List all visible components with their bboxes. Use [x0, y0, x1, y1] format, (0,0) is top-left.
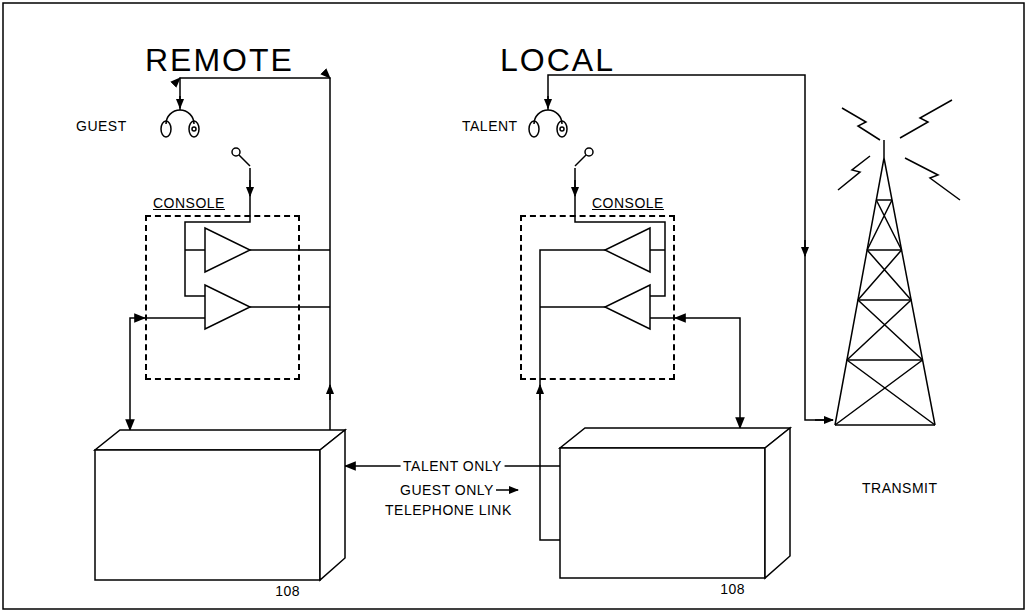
equipment-label: TRANSMIT [862, 480, 938, 496]
link-label: TELEPHONE LINK [385, 502, 512, 518]
console-heading: CONSOLE [153, 195, 225, 211]
direction-arrow [496, 489, 518, 491]
site-heading: LOCAL [500, 42, 615, 78]
lightning-symbol [838, 100, 960, 200]
signal-label: GUEST ONLY [400, 482, 494, 498]
site-heading: REMOTE [145, 42, 294, 78]
wire-arrow [815, 419, 833, 421]
person-label: GUEST [76, 118, 127, 134]
rack-unit-outline [95, 430, 345, 580]
amplifier-symbol [205, 285, 250, 329]
rack-unit-outline [560, 428, 790, 578]
rack-unit: 108 [560, 428, 790, 578]
connector-line [130, 318, 145, 430]
microphone-symbol [575, 148, 593, 166]
headphone-symbol [161, 110, 199, 137]
microphone-symbol [232, 148, 250, 166]
unit-number: 108 [275, 583, 300, 599]
console-box: CONSOLE [145, 215, 300, 380]
headphone-symbol [529, 110, 567, 137]
wire [250, 250, 330, 307]
wire [650, 317, 673, 319]
frame [3, 3, 1024, 609]
wire-arrow [804, 240, 806, 256]
rack-unit: 108 [95, 430, 345, 580]
signal-label: TALENT ONLY [400, 458, 505, 474]
amplifier-symbol [605, 285, 650, 329]
tower-symbol [835, 140, 935, 425]
wire-arrow [574, 180, 576, 196]
amplifier-symbol [605, 228, 650, 272]
wire [548, 75, 833, 420]
console-heading: CONSOLE [592, 195, 664, 211]
wire-arrow [249, 180, 251, 196]
wire-arrow [539, 385, 541, 400]
wire-arrow [547, 96, 549, 108]
unit-number: 108 [720, 581, 745, 597]
person-label: TALENT [462, 118, 518, 134]
amplifier-symbol [205, 228, 250, 272]
wire [147, 317, 205, 319]
wire-arrow [329, 385, 331, 400]
wire-arrow [179, 96, 181, 108]
wire [185, 168, 250, 296]
wire [575, 168, 665, 296]
console-box: CONSOLE [520, 215, 675, 380]
wire [180, 78, 330, 430]
connector-line [675, 318, 740, 428]
